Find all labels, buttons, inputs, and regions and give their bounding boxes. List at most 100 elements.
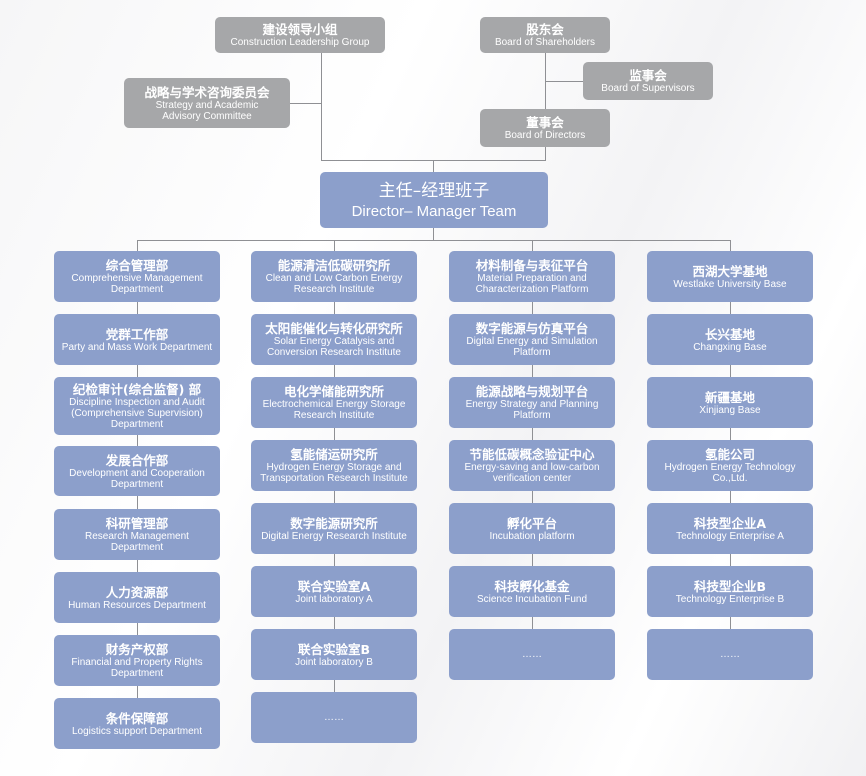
box-title-en: Discipline Inspection and Audit (Compreh… bbox=[69, 397, 205, 430]
box-title-en: Digital Energy Research Institute bbox=[261, 530, 407, 542]
connector bbox=[137, 240, 731, 241]
connector bbox=[290, 103, 321, 104]
box-title-zh: 氢能储运研究所 bbox=[290, 447, 378, 462]
box-title-zh: 西湖大学基地 bbox=[692, 263, 768, 279]
box-title-zh: 能源清洁低碳研究所 bbox=[277, 258, 391, 273]
box-title-en: Hydrogen Energy Storage and Transportati… bbox=[260, 462, 408, 484]
box-title-en: Logistics support Department bbox=[71, 725, 203, 737]
box-title-en: Board of Directors bbox=[504, 130, 586, 141]
box-title-zh: 联合实验室A bbox=[297, 578, 371, 594]
box-title-en: Changxing Base bbox=[693, 341, 767, 353]
box-title-zh: 董事会 bbox=[526, 115, 564, 130]
connector bbox=[433, 228, 434, 240]
box-title-en: Clean and Low Carbon Energy Research Ins… bbox=[265, 273, 403, 295]
box-title-en: Joint laboratory A bbox=[295, 593, 373, 605]
box-title-zh: 新疆基地 bbox=[704, 389, 755, 405]
director-manager-team: 主任–经理班子 Director– Manager Team bbox=[320, 172, 548, 228]
org-unit-box: …… bbox=[251, 692, 417, 743]
box-title-en: Development and Cooperation Department bbox=[69, 467, 205, 490]
org-unit-box: …… bbox=[647, 629, 813, 680]
construction-leadership-group: 建设领导小组 Construction Leadership Group bbox=[215, 17, 385, 53]
box-title-zh: 科技型企业A bbox=[693, 515, 767, 531]
box-title-en: …… bbox=[720, 649, 740, 660]
connector bbox=[545, 53, 546, 160]
box-title-en: Board of Shareholders bbox=[494, 37, 596, 48]
box-title-en: Board of Supervisors bbox=[601, 83, 695, 94]
box-title-zh: 数字能源与仿真平台 bbox=[475, 321, 589, 336]
box-title-en: Human Resources Department bbox=[68, 599, 206, 611]
connector bbox=[545, 81, 583, 82]
box-title-en: Joint laboratory B bbox=[295, 656, 373, 668]
box-title-zh: 材料制备与表征平台 bbox=[475, 258, 589, 273]
board-of-supervisors: 监事会 Board of Supervisors bbox=[583, 62, 713, 100]
box-title-zh: 股东会 bbox=[526, 22, 564, 37]
connector bbox=[433, 160, 434, 172]
box-title-zh: 电化学储能研究所 bbox=[283, 384, 384, 399]
box-title-en: Party and Mass Work Department bbox=[61, 341, 213, 353]
box-title-en: Technology Enterprise B bbox=[675, 593, 785, 605]
box-title-zh: 建设领导小组 bbox=[262, 22, 338, 37]
connector bbox=[321, 53, 322, 160]
box-title-zh: 孵化平台 bbox=[506, 515, 557, 531]
box-title-zh: 节能低碳概念验证中心 bbox=[469, 447, 595, 462]
box-title-zh: 氢能公司 bbox=[704, 447, 755, 462]
box-title-en: Science Incubation Fund bbox=[476, 593, 588, 605]
box-title-en: Material Preparation and Characterizatio… bbox=[475, 273, 589, 295]
box-title-zh: 科技孵化基金 bbox=[494, 578, 570, 594]
box-title-zh: 科研管理部 bbox=[105, 516, 169, 531]
box-title-en: Digital Energy and Simulation Platform bbox=[466, 336, 598, 358]
box-title-zh: 能源战略与规划平台 bbox=[475, 384, 589, 399]
box-title-en: Director– Manager Team bbox=[351, 202, 517, 220]
box-title-zh: 长兴基地 bbox=[704, 326, 755, 342]
board-of-directors: 董事会 Board of Directors bbox=[480, 109, 610, 147]
box-title-en: Incubation platform bbox=[489, 530, 575, 542]
board-of-shareholders: 股东会 Board of Shareholders bbox=[480, 17, 610, 53]
box-title-en: …… bbox=[522, 649, 542, 660]
box-title-en: Comprehensive Management Department bbox=[71, 273, 203, 295]
box-title-en: Construction Leadership Group bbox=[230, 37, 370, 48]
box-title-en: Energy-saving and low-carbon verificatio… bbox=[464, 462, 600, 484]
box-title-zh: 战略与学术咨询委员会 bbox=[144, 84, 270, 100]
column-connector bbox=[730, 240, 731, 629]
box-title-zh: 财务产权部 bbox=[105, 642, 169, 657]
box-title-zh: 监事会 bbox=[629, 68, 667, 83]
box-title-en: Research Management Department bbox=[85, 531, 189, 553]
column-connector bbox=[532, 240, 533, 629]
box-title-en: Strategy and Academic Advisory Committee bbox=[155, 99, 259, 122]
box-title-zh: 联合实验室B bbox=[297, 641, 371, 657]
box-title-zh: 条件保障部 bbox=[105, 710, 169, 726]
box-title-zh: 数字能源研究所 bbox=[290, 515, 378, 531]
box-title-zh: 党群工作部 bbox=[105, 326, 169, 342]
box-title-zh: 科技型企业B bbox=[693, 578, 767, 594]
box-title-en: Hydrogen Energy Technology Co.,Ltd. bbox=[664, 462, 796, 484]
strategy-advisory-committee: 战略与学术咨询委员会 Strategy and Academic Advisor… bbox=[124, 78, 290, 128]
box-title-en: Solar Energy Catalysis and Conversion Re… bbox=[267, 336, 401, 358]
box-title-zh: 太阳能催化与转化研究所 bbox=[265, 321, 403, 336]
box-title-en: Financial and Property Rights Department bbox=[71, 657, 203, 679]
box-title-zh: 综合管理部 bbox=[105, 258, 169, 273]
box-title-zh: 主任–经理班子 bbox=[378, 180, 490, 201]
